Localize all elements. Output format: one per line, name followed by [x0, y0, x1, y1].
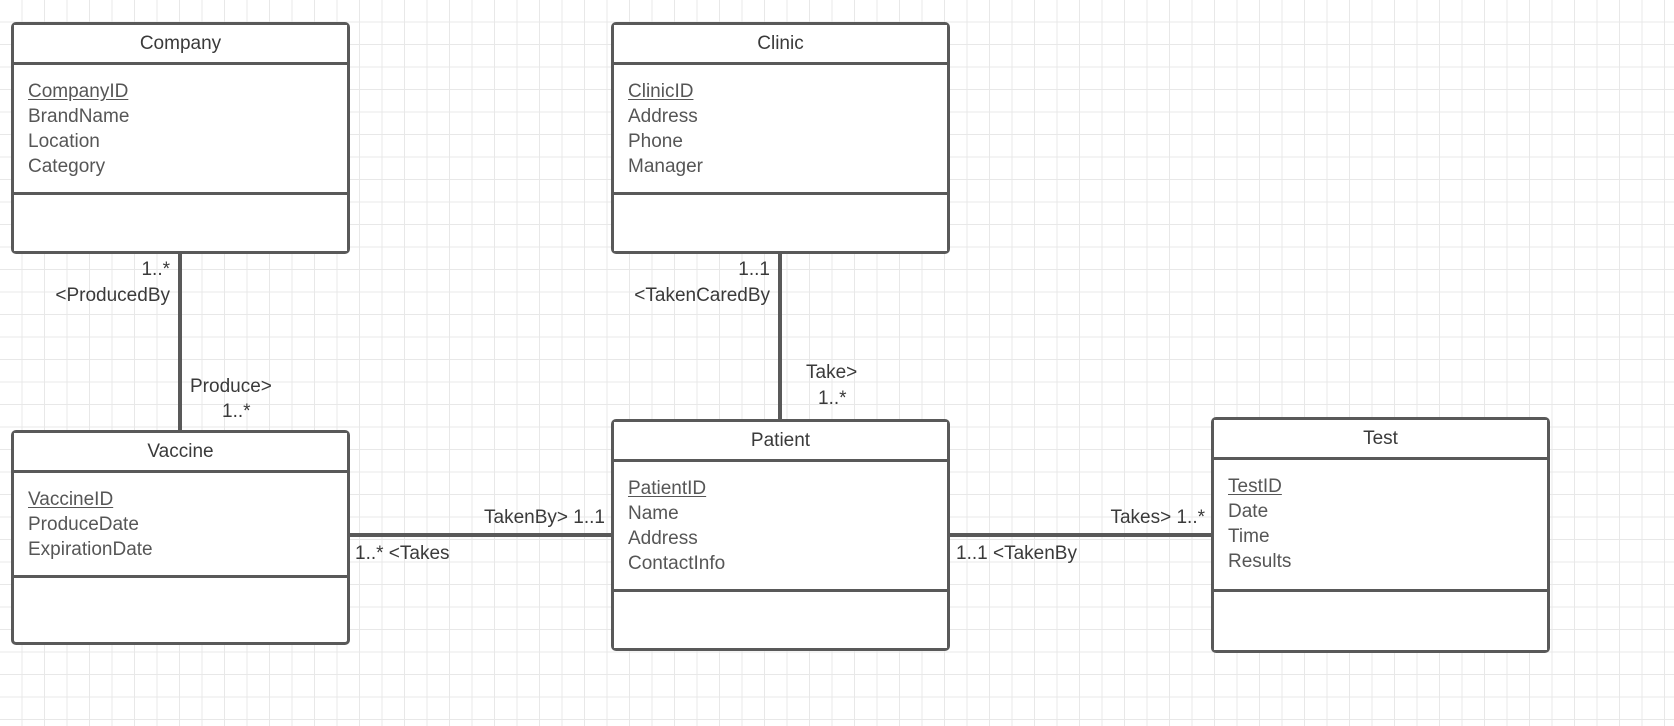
class-title-patient: Patient	[614, 422, 947, 462]
role-label-producedby: <ProducedBy	[55, 285, 170, 306]
class-attributes-test: TestID Date Time Results	[1214, 460, 1547, 592]
multiplicity-patient-target: 1..*	[818, 388, 847, 409]
class-attributes-vaccine: VaccineID ProduceDate ExpirationDate	[14, 473, 347, 578]
attribute-manager: Manager	[628, 156, 703, 177]
attribute-contactinfo: ContactInfo	[628, 553, 726, 574]
attribute-producedate: ProduceDate	[28, 514, 139, 535]
class-title-vaccine: Vaccine	[14, 433, 347, 473]
class-box-patient[interactable]: Patient PatientID Name Address ContactIn…	[611, 419, 950, 651]
attribute-expirationdate: ExpirationDate	[28, 539, 153, 560]
class-methods-vaccine	[14, 578, 347, 636]
class-title-test: Test	[1214, 420, 1547, 460]
multiplicity-clinic-source: 1..1	[738, 259, 770, 280]
class-attributes-company: CompanyID BrandName Location Category	[14, 65, 347, 195]
association-line-company-vaccine[interactable]	[178, 252, 182, 432]
role-label-produce: Produce>	[190, 376, 272, 397]
class-title-clinic: Clinic	[614, 25, 947, 65]
attribute-location: Location	[28, 131, 100, 152]
attribute-brandname: BrandName	[28, 106, 130, 127]
attribute-companyid: CompanyID	[28, 81, 129, 102]
class-attributes-clinic: ClinicID Address Phone Manager	[614, 65, 947, 195]
attribute-name: Name	[628, 503, 679, 524]
role-label-takencaredby: <TakenCaredBy	[634, 285, 770, 306]
role-label-takenby-vaccine-patient: TakenBy> 1..1	[484, 507, 605, 528]
class-methods-clinic	[614, 195, 947, 251]
attribute-vaccineid: VaccineID	[28, 489, 114, 510]
association-line-patient-test[interactable]	[946, 533, 1212, 537]
class-box-clinic[interactable]: Clinic ClinicID Address Phone Manager	[611, 22, 950, 254]
attribute-time: Time	[1228, 526, 1270, 547]
attribute-results: Results	[1228, 551, 1292, 572]
attribute-testid: TestID	[1228, 476, 1282, 497]
class-title-company: Company	[14, 25, 347, 65]
association-line-clinic-patient[interactable]	[778, 252, 782, 420]
attribute-category: Category	[28, 156, 106, 177]
attribute-patient-address: Address	[628, 528, 698, 549]
class-box-test[interactable]: Test TestID Date Time Results	[1211, 417, 1550, 653]
attribute-patientid: PatientID	[628, 478, 707, 499]
role-label-take: Take>	[806, 362, 858, 383]
attribute-phone: Phone	[628, 131, 683, 152]
attribute-clinicid: ClinicID	[628, 81, 694, 102]
class-methods-company	[14, 195, 347, 251]
association-line-vaccine-patient[interactable]	[348, 533, 612, 537]
class-attributes-patient: PatientID Name Address ContactInfo	[614, 462, 947, 592]
multiplicity-vaccine-target: 1..*	[222, 401, 251, 422]
class-methods-test	[1214, 592, 1547, 650]
role-label-takes-vaccine-patient: 1..* <Takes	[355, 543, 450, 564]
attribute-date: Date	[1228, 501, 1269, 522]
attribute-address: Address	[628, 106, 698, 127]
class-box-vaccine[interactable]: Vaccine VaccineID ProduceDate Expiration…	[11, 430, 350, 645]
class-methods-patient	[614, 592, 947, 648]
multiplicity-company-source: 1..*	[141, 259, 170, 280]
role-label-takenby-patient-test: 1..1 <TakenBy	[956, 543, 1077, 564]
role-label-takes-patient-test: Takes> 1..*	[1110, 507, 1205, 528]
class-box-company[interactable]: Company CompanyID BrandName Location Cat…	[11, 22, 350, 254]
